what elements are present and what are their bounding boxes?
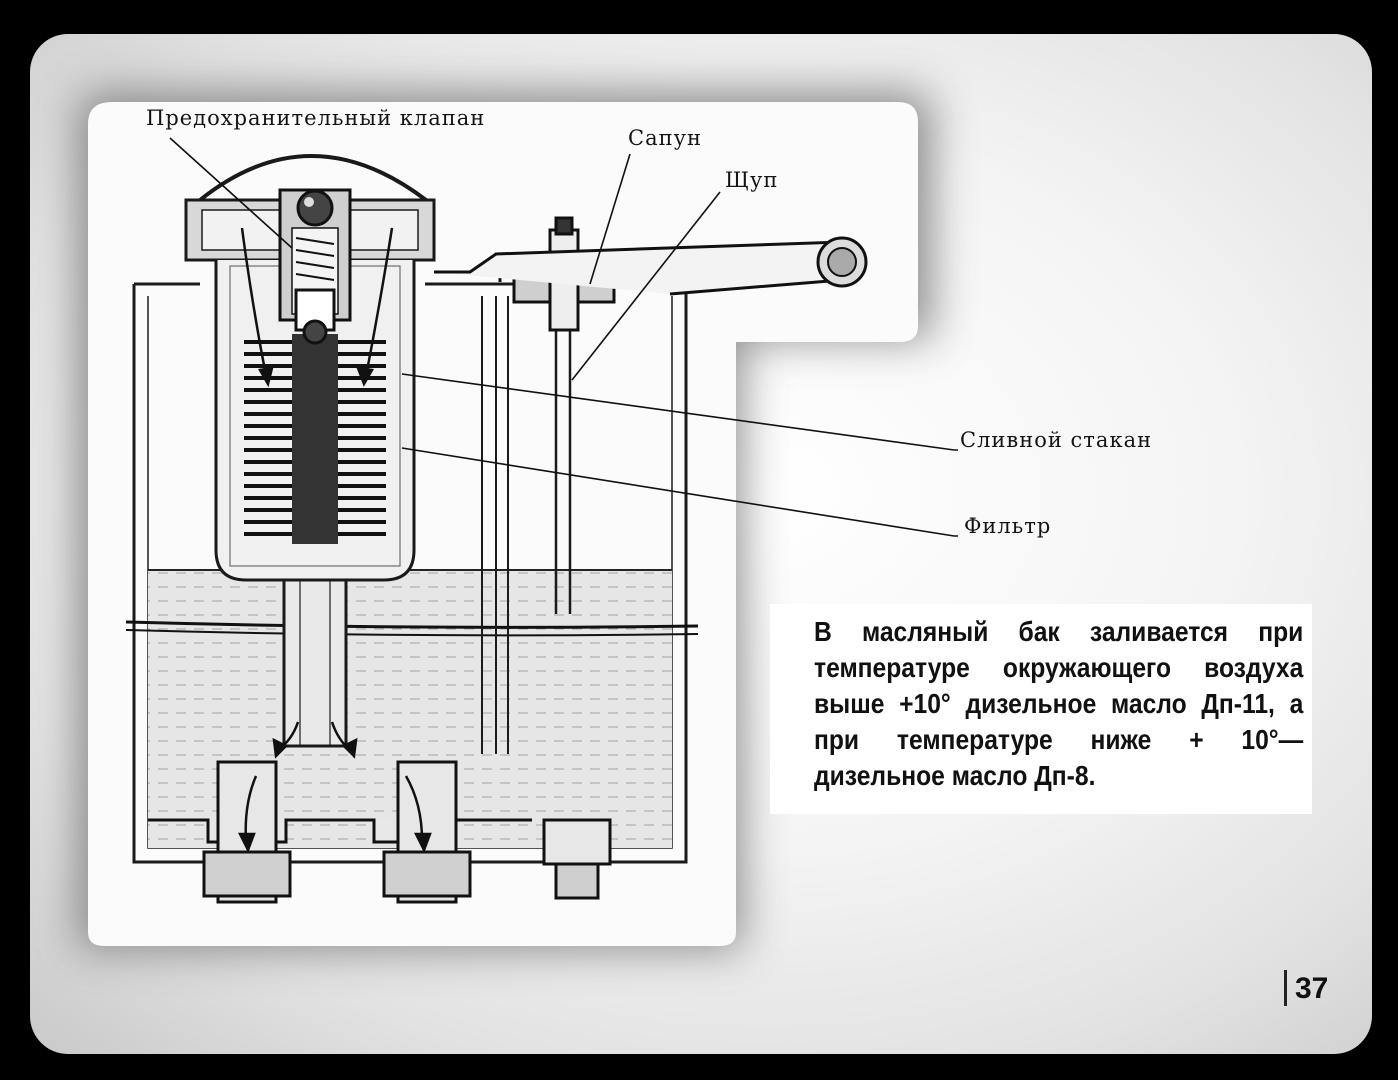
leader-lines bbox=[169, 137, 958, 537]
page-number: 37 bbox=[1284, 970, 1332, 1006]
label-safety-valve: Предохранительный клапан bbox=[146, 106, 486, 130]
label-filter: Фильтр bbox=[964, 514, 1052, 538]
outlet-tube bbox=[282, 578, 348, 748]
label-dipstick: Щуп bbox=[725, 168, 779, 192]
oil-tank-diagram bbox=[78, 92, 958, 949]
flow-arrows bbox=[240, 227, 394, 388]
label-drain-cup: Сливной стакан bbox=[960, 428, 1153, 452]
label-breather: Сапун bbox=[628, 126, 702, 150]
dipstick bbox=[481, 296, 572, 754]
safety-valve bbox=[278, 188, 352, 345]
slide: Предохранительный клапан Сапун Щуп Сливн… bbox=[30, 34, 1372, 1054]
filler-cap bbox=[198, 154, 428, 202]
note-text: В масляный бак заливается при температур… bbox=[814, 616, 1304, 791]
dipstick-handle bbox=[434, 236, 868, 296]
bottom-fittings bbox=[148, 760, 612, 904]
note-box: В масляный бак заливается при температур… bbox=[770, 604, 1312, 814]
